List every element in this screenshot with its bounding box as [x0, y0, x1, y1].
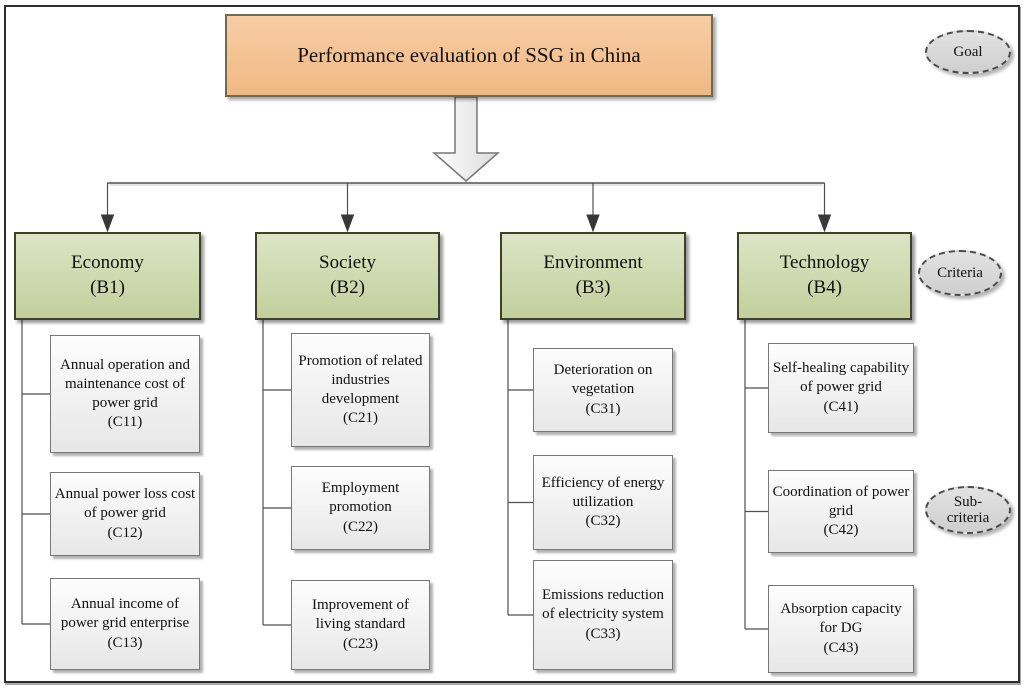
level-ellipse-criteria: Criteria [918, 250, 1002, 296]
sub-criteria-box-c41: Self-healing capability of power grid (C4… [768, 343, 914, 433]
sub-criteria-code: (C41) [823, 398, 859, 415]
sub-criteria-label: Self-healing capability of power grid [772, 360, 910, 396]
goal-to-criteria-arrow [432, 96, 500, 182]
sub-criteria-box-c13: Annual income of power grid enterprise (C… [50, 578, 200, 670]
criteria-name: Economy [71, 252, 144, 274]
level-ellipse-sub-criteria: Sub-criteria [925, 486, 1011, 534]
sub-criteria-label: Absorption capacity for DG [780, 601, 902, 637]
sub-criteria-box-c42: Coordination of power grid (C42) [768, 470, 914, 553]
down-arrowhead-icon [100, 214, 115, 233]
sub-criteria-box-c22: Employment promotion (C22) [291, 466, 430, 550]
criteria-box-society: Society (B2) [255, 232, 440, 320]
diagram-frame [4, 5, 1020, 683]
sub-criteria-code: (C12) [107, 524, 143, 541]
sub-criteria-label: Coordination of power grid [772, 483, 910, 519]
criteria-box-environment: Environment (B3) [500, 232, 686, 320]
sub-criteria-code: (C43) [823, 639, 859, 656]
sub-criteria-code: (C23) [343, 635, 378, 652]
down-arrowhead-icon [586, 214, 600, 233]
criteria-name: Society [319, 252, 376, 274]
sub-criteria-code: (C31) [585, 400, 621, 417]
criteria-name: Technology [779, 252, 870, 274]
criteria-code: (B1) [90, 277, 125, 298]
sub-criteria-code: (C11) [107, 414, 143, 431]
sub-criteria-box-c31: Deterioration on vegetation (C31) [533, 348, 673, 432]
sub-criteria-box-c23: Improvement of living standard (C23) [291, 580, 430, 670]
sub-criteria-label: Promotion of related industries developm… [298, 352, 423, 407]
sub-criteria-box-c33: Emissions reduction of electricity syste… [533, 560, 673, 670]
level-label: Criteria [937, 264, 983, 281]
sub-criteria-label: Employment promotion [321, 480, 400, 516]
sub-criteria-box-c12: Annual power loss cost of power grid (C12… [50, 472, 200, 556]
sub-criteria-code: (C22) [343, 518, 378, 535]
sub-criteria-label: Annual power loss cost of power grid [54, 486, 196, 522]
sub-criteria-code: (C32) [585, 513, 621, 530]
criteria-code: (B2) [330, 277, 365, 298]
level-label: Goal [953, 43, 983, 60]
criteria-name: Environment [543, 252, 643, 274]
sub-criteria-label: Deterioration on vegetation [553, 362, 653, 398]
level-label: Sub-criteria [946, 493, 990, 527]
sub-criteria-box-c32: Efficiency of energy utilization (C32) [533, 455, 673, 550]
sub-criteria-box-c11: Annual operation and maintenance cost of… [50, 335, 200, 453]
sub-criteria-label: Improvement of living standard [311, 597, 410, 633]
sub-criteria-box-c21: Promotion of related industries developm… [291, 333, 430, 447]
sub-criteria-code: (C42) [823, 522, 859, 539]
criteria-box-technology: Technology (B4) [737, 232, 912, 320]
sub-criteria-label: Efficiency of energy utilization [541, 474, 665, 510]
down-arrowhead-icon [340, 214, 355, 233]
criteria-box-economy: Economy (B1) [14, 232, 201, 320]
goal-title: Performance evaluation of SSG in China [297, 43, 641, 67]
criteria-code: (B4) [807, 277, 842, 298]
sub-criteria-code: (C13) [107, 634, 143, 651]
sub-criteria-label: Emissions reduction of electricity syste… [541, 587, 665, 623]
sub-criteria-code: (C21) [343, 410, 378, 427]
level-ellipse-goal: Goal [925, 30, 1011, 74]
criteria-code: (B3) [575, 277, 611, 298]
goal-box: Performance evaluation of SSG in China [225, 14, 713, 97]
sub-criteria-box-c43: Absorption capacity for DG (C43) [768, 585, 914, 673]
sub-criteria-label: Annual operation and maintenance cost of… [60, 356, 190, 411]
down-arrowhead-icon [817, 214, 832, 233]
sub-criteria-label: Annual income of power grid enterprise [60, 596, 190, 632]
sub-criteria-code: (C33) [585, 625, 621, 642]
